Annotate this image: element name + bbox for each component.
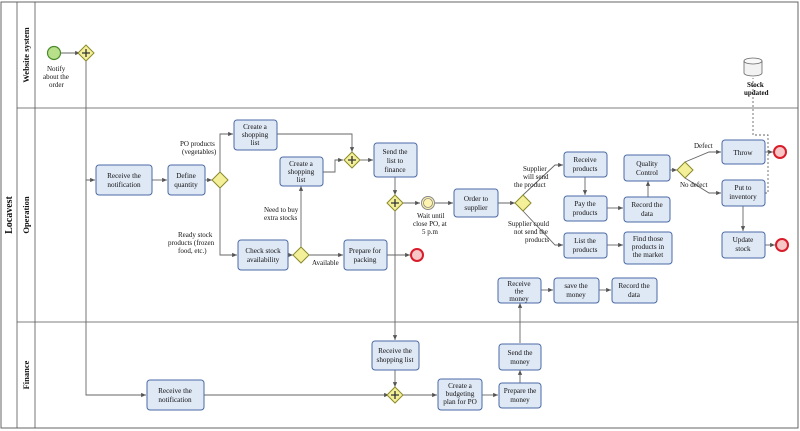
parallel-gateway-finance-split — [386, 194, 404, 212]
parallel-gateway-website — [77, 44, 95, 62]
lane-title-finance: Finance — [21, 360, 31, 389]
exclusive-gateway-supplier — [514, 194, 532, 212]
parallel-gateway-merge — [343, 151, 361, 169]
pool-title: Locavest — [4, 195, 15, 233]
task-throw: Throw — [721, 139, 766, 165]
end-event-update — [775, 238, 789, 252]
label-no-defect: No defect — [680, 181, 707, 189]
label-available: Available — [312, 259, 339, 267]
stock-datastore-icon — [743, 57, 763, 77]
label-po-products: PO products(vegetables) — [180, 140, 217, 156]
end-event-throw — [773, 145, 787, 159]
lane-title-website: Website system — [21, 27, 31, 82]
lane-title-operation: Operation — [21, 196, 31, 234]
start-event — [46, 45, 62, 61]
parallel-gateway-finance-join — [386, 386, 404, 404]
svg-text:Throw: Throw — [733, 149, 753, 157]
exclusive-gateway-quality — [676, 161, 694, 179]
exclusive-gateway-type — [211, 171, 229, 189]
label-defect: Defect — [694, 142, 713, 150]
end-event-packing — [410, 248, 424, 262]
exclusive-gateway-stock — [292, 246, 310, 264]
